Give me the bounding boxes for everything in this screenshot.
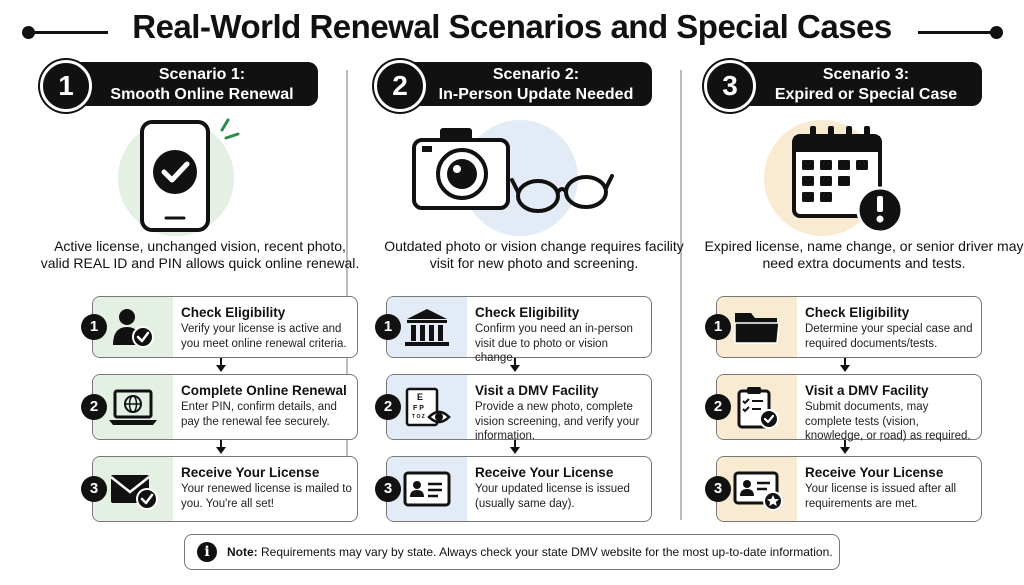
step-number: 1 [375,314,401,340]
scenario-hero [704,118,1024,238]
step-number: 3 [705,476,731,502]
eye-chart-icon: E F P T O Z [405,387,451,427]
column-divider [680,70,682,520]
step-title: Check Eligibility [181,305,286,320]
title-row: Real-World Renewal Scenarios and Special… [0,6,1024,50]
scenario-hero [374,118,694,238]
info-icon: i [197,542,217,562]
step-title: Visit a DMV Facility [475,383,599,398]
scenario-title: Scenario 3: Expired or Special Case [732,62,982,106]
id-card-icon [403,471,451,507]
scenario-title: Scenario 1: Smooth Online Renewal [68,62,318,106]
step-description: Submit documents, may complete tests (vi… [805,401,971,442]
step-number: 1 [705,314,731,340]
envelope-check-icon [110,475,158,510]
page-title: Real-World Renewal Scenarios and Special… [132,8,892,45]
scenario-title-line1: Scenario 2: [492,66,580,83]
step-description: Verify your license is active and you me… [181,323,347,350]
step-title: Check Eligibility [475,305,580,320]
step-card: E F P T O Z 2 Visit a DMV Facility Provi… [375,374,652,442]
user-check-icon [113,309,154,348]
step-title: Receive Your License [805,465,944,480]
scenario-column-2: 2 Scenario 2: In-Person Update Needed Ou… [374,60,694,530]
note-box: i Note: Requirements may vary by state. … [184,534,840,570]
scenario-number: 2 [374,60,426,112]
scenario-description: Expired license, name change, or senior … [704,238,1024,271]
step-number: 2 [375,394,401,420]
step-description: Your updated license is issued (usually … [475,483,630,510]
svg-text:T O Z: T O Z [412,414,425,420]
folder-icon [734,313,780,344]
scenario-title-line2: Expired or Special Case [774,86,958,103]
step-number: 3 [375,476,401,502]
note-text: Note: Requirements may vary by state. Al… [227,545,833,559]
step-description: Confirm you need an in-person visit due … [475,323,633,364]
step-card: 3 Receive Your License Your license is i… [705,456,982,522]
svg-text:F P: F P [413,405,424,412]
scenario-hero [40,118,360,238]
title-left-dot [22,26,35,39]
smartphone-check-icon [140,118,240,232]
step-card: 1 Check Eligibility Determine your speci… [705,296,982,358]
title-right-rule [918,31,996,34]
step-description: Enter PIN, confirm details, and pay the … [181,401,337,428]
scenario-title-line2: In-Person Update Needed [438,86,634,103]
step-description: Determine your special case and required… [805,323,973,350]
svg-text:E: E [417,392,423,402]
title-right-dot [990,26,1003,39]
scenario-description: Outdated photo or vision change requires… [384,238,684,271]
scenario-column-1: 1 Scenario 1: Smooth Online Renewal Acti… [40,60,360,530]
step-card: 1 Check Eligibility Verify your license … [81,296,358,358]
scenario-description: Active license, unchanged vision, recent… [40,238,360,271]
step-number: 3 [81,476,107,502]
step-title: Complete Online Renewal [181,383,347,398]
step-number: 1 [81,314,107,340]
scenario-title-line2: Smooth Online Renewal [110,86,294,103]
step-number: 2 [81,394,107,420]
id-card-star-icon [733,471,783,511]
scenario-number: 1 [40,60,92,112]
step-card: 3 Receive Your License Your renewed lice… [81,456,358,522]
camera-glasses-icon [412,128,614,213]
scenario-header: 2 Scenario 2: In-Person Update Needed [374,60,652,112]
scenario-header: 1 Scenario 1: Smooth Online Renewal [40,60,318,112]
step-card: 2 Complete Online Renewal Enter PIN, con… [81,374,358,440]
step-description: Provide a new photo, complete vision scr… [475,401,640,442]
scenario-title: Scenario 2: In-Person Update Needed [402,62,652,106]
scenario-title-line1: Scenario 1: [158,66,246,83]
step-title: Receive Your License [475,465,614,480]
step-number: 2 [705,394,731,420]
scenario-number: 3 [704,60,756,112]
step-card: 3 Receive Your License Your updated lice… [375,456,652,522]
scenario-title-line1: Scenario 3: [822,66,910,83]
column-divider [346,70,348,520]
scenario-column-3: 3 Scenario 3: Expired or Special Case Ex… [704,60,1024,530]
step-description: Your renewed license is mailed to you. Y… [181,483,352,510]
title-left-rule [30,31,108,34]
laptop-globe-icon [109,389,157,425]
step-card: 2 Visit a DMV Facility Submit documents,… [705,374,982,442]
note-body: Requirements may vary by state. Always c… [261,545,833,559]
clipboard-check-icon [737,387,779,429]
step-title: Visit a DMV Facility [805,383,929,398]
step-title: Check Eligibility [805,305,910,320]
step-title: Receive Your License [181,465,320,480]
note-label: Note: [227,545,258,559]
step-card: 1 Check Eligibility Confirm you need an … [375,296,652,364]
calendar-alert-icon [792,126,904,234]
step-description: Your license is issued after all require… [805,483,957,510]
building-icon [405,309,449,346]
scenario-header: 3 Scenario 3: Expired or Special Case [704,60,982,112]
